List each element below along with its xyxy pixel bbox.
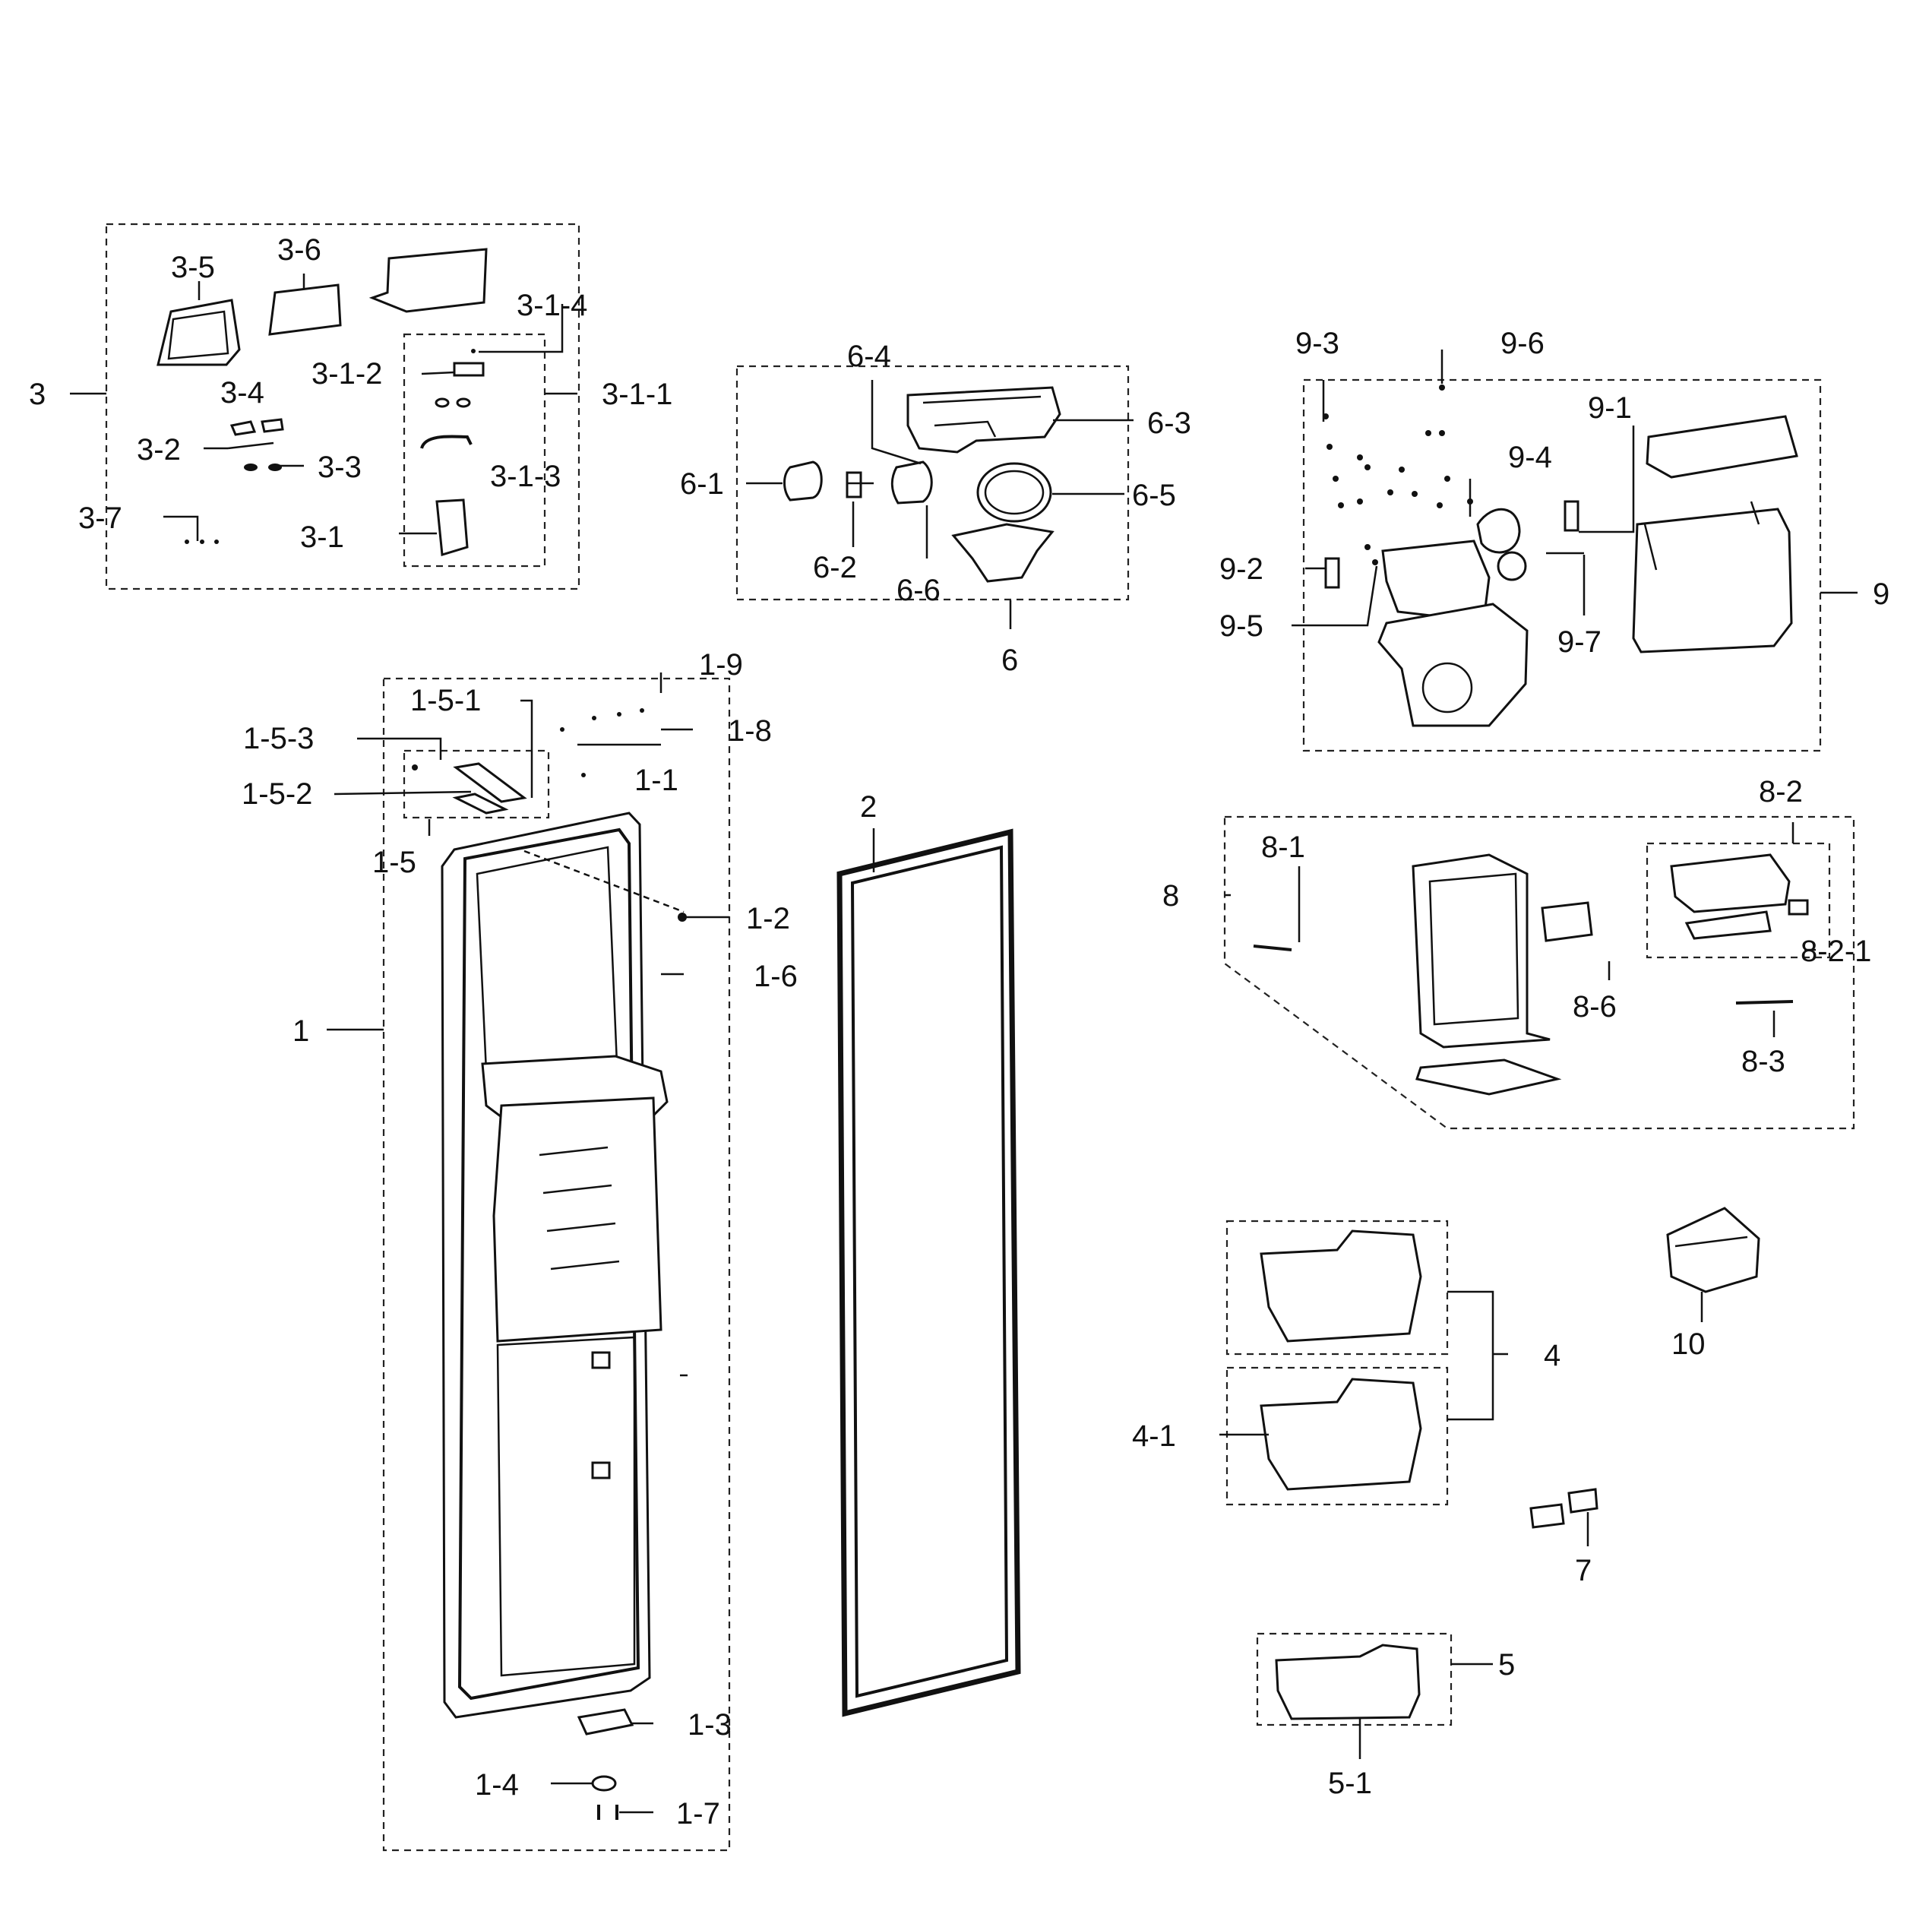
group-5-shelf bbox=[1256, 1632, 1493, 1759]
label-1-5-2: 1-5-2 bbox=[242, 777, 312, 811]
label-10: 10 bbox=[1671, 1327, 1706, 1361]
group-4-door-shelves bbox=[1219, 1220, 1508, 1506]
label-8: 8 bbox=[1162, 879, 1179, 913]
label-3-7: 3-7 bbox=[78, 502, 122, 535]
part-2-door-gasket bbox=[836, 828, 1021, 1717]
label-1-5: 1-5 bbox=[372, 846, 416, 879]
label-2: 2 bbox=[860, 790, 877, 824]
part-9-2 bbox=[1324, 557, 1340, 589]
part-6-4 bbox=[890, 460, 933, 505]
part-6 bbox=[951, 523, 1055, 583]
label-6-3: 6-3 bbox=[1147, 407, 1191, 440]
label-6-2: 6-2 bbox=[813, 551, 857, 584]
label-8-2: 8-2 bbox=[1759, 775, 1803, 808]
label-3-5: 3-5 bbox=[171, 251, 215, 284]
label-1-8: 1-8 bbox=[728, 714, 772, 748]
part-4-1-shelf-lower bbox=[1260, 1378, 1422, 1491]
label-6-6: 6-6 bbox=[896, 574, 941, 607]
part-9-4-gear bbox=[1476, 508, 1521, 554]
label-5-1: 5-1 bbox=[1328, 1767, 1372, 1800]
label-9-7: 9-7 bbox=[1557, 625, 1602, 659]
label-1-6: 1-6 bbox=[754, 960, 798, 993]
label-1-4: 1-4 bbox=[475, 1768, 519, 1802]
part-8-2 bbox=[1670, 853, 1791, 913]
label-4-1: 4-1 bbox=[1132, 1419, 1176, 1453]
label-9-1: 9-1 bbox=[1588, 391, 1632, 425]
label-3-4: 3-4 bbox=[220, 376, 264, 410]
label-3-1-1: 3-1-1 bbox=[602, 378, 672, 411]
label-3-1-2: 3-1-2 bbox=[311, 357, 382, 391]
label-1-5-1: 1-5-1 bbox=[410, 684, 481, 717]
label-8-1: 8-1 bbox=[1261, 831, 1305, 864]
part-3-6 bbox=[268, 283, 342, 336]
group-6-auger-motor bbox=[735, 365, 1134, 629]
label-1-1: 1-1 bbox=[634, 764, 678, 797]
group-9-ice-maker bbox=[1292, 350, 1858, 752]
part-ice-maker-body bbox=[1381, 539, 1491, 619]
part-5-1 bbox=[1275, 1644, 1421, 1720]
part-4-shelf-upper bbox=[1260, 1229, 1422, 1343]
label-3-1: 3-1 bbox=[300, 521, 344, 554]
label-8-3: 8-3 bbox=[1741, 1045, 1785, 1078]
part-cover bbox=[368, 248, 488, 313]
part-8-6 bbox=[1541, 901, 1593, 942]
part-labels: 3 3-5 3-6 3-1-4 3-1-2 3-4 3-1-1 3-2 3-3 … bbox=[29, 233, 1889, 1830]
label-1-5-3: 1-5-3 bbox=[243, 722, 314, 755]
part-7-screws bbox=[1529, 1488, 1598, 1546]
part-9-bucket bbox=[1632, 508, 1793, 653]
label-8-6: 8-6 bbox=[1573, 990, 1617, 1024]
label-1-9: 1-9 bbox=[699, 648, 743, 682]
label-1-3: 1-3 bbox=[688, 1708, 732, 1742]
label-1: 1 bbox=[292, 1014, 309, 1048]
label-9-6: 9-6 bbox=[1500, 327, 1545, 360]
label-3-2: 3-2 bbox=[137, 433, 181, 467]
label-4: 4 bbox=[1544, 1339, 1560, 1372]
part-6-5 bbox=[976, 462, 1052, 523]
part-9-1-cover bbox=[1646, 415, 1798, 479]
label-5: 5 bbox=[1498, 1648, 1515, 1682]
part-3-5 bbox=[157, 299, 241, 366]
part-6-3 bbox=[906, 386, 1061, 454]
label-9-2: 9-2 bbox=[1219, 552, 1263, 586]
label-3-3: 3-3 bbox=[318, 451, 362, 484]
group-8-dispenser bbox=[1223, 815, 1855, 1130]
part-8-2-1 bbox=[1788, 899, 1809, 916]
label-6-5: 6-5 bbox=[1132, 479, 1176, 512]
label-3-1-3: 3-1-3 bbox=[490, 460, 561, 493]
part-10 bbox=[1666, 1207, 1760, 1322]
group-1-door bbox=[327, 672, 731, 1852]
part-6-1 bbox=[783, 460, 823, 502]
part-6-2 bbox=[846, 471, 862, 498]
label-7: 7 bbox=[1575, 1554, 1592, 1587]
label-1-7: 1-7 bbox=[676, 1797, 720, 1830]
label-9-3: 9-3 bbox=[1295, 327, 1339, 360]
label-8-2-1: 8-2-1 bbox=[1801, 935, 1871, 968]
label-6-1: 6-1 bbox=[680, 467, 724, 501]
label-3: 3 bbox=[29, 378, 46, 411]
label-3-6: 3-6 bbox=[277, 233, 321, 267]
label-6: 6 bbox=[1001, 644, 1018, 677]
part-8-3 bbox=[1735, 1000, 1794, 1005]
label-9-5: 9-5 bbox=[1219, 609, 1263, 643]
label-3-1-4: 3-1-4 bbox=[517, 289, 587, 322]
label-9-4: 9-4 bbox=[1508, 441, 1552, 474]
label-1-2: 1-2 bbox=[746, 902, 790, 935]
label-9: 9 bbox=[1873, 577, 1889, 611]
label-6-4: 6-4 bbox=[847, 340, 891, 373]
part-1-3-hinge bbox=[577, 1708, 634, 1736]
group-3-display-assembly bbox=[70, 223, 580, 590]
